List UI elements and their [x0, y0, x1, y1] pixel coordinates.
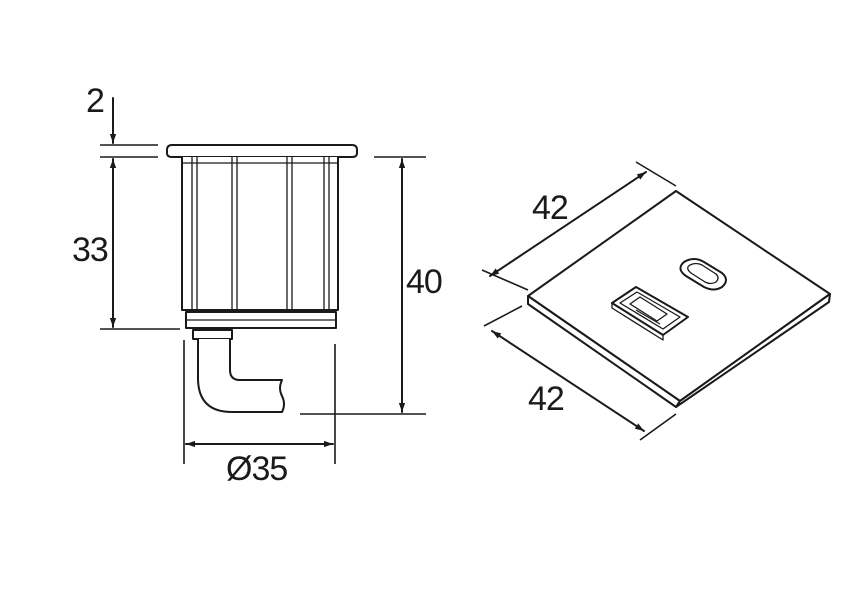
flange [166, 144, 358, 158]
dim-label-body-height: 33 [72, 231, 108, 269]
usb-c-port [679, 258, 727, 291]
socket-body [181, 156, 339, 311]
dim-flange-thickness: 2 [86, 82, 158, 158]
dim-body-height: 33 [72, 158, 180, 330]
side-view [166, 144, 358, 413]
dim-label-plate-depth: 42 [528, 380, 564, 418]
dim-label-diameter: Ø35 [226, 450, 287, 488]
dim-diameter: Ø35 [183, 340, 336, 488]
plate-top-face [527, 190, 831, 402]
cable-connector [192, 329, 233, 340]
plate-edge-right [675, 293, 831, 408]
dim-plate-depth: 42 [483, 305, 677, 441]
plate-iso-view [527, 190, 831, 408]
dim-plate-width: 42 [481, 161, 677, 291]
usb-a-port [611, 286, 689, 341]
body-ribs [182, 157, 338, 310]
dim-label-total-height: 40 [406, 263, 442, 301]
dim-label-plate-width: 42 [532, 189, 568, 227]
dim-total-height: 40 [300, 156, 443, 415]
dim-label-flange-thickness: 2 [86, 82, 104, 120]
cable [197, 338, 285, 413]
